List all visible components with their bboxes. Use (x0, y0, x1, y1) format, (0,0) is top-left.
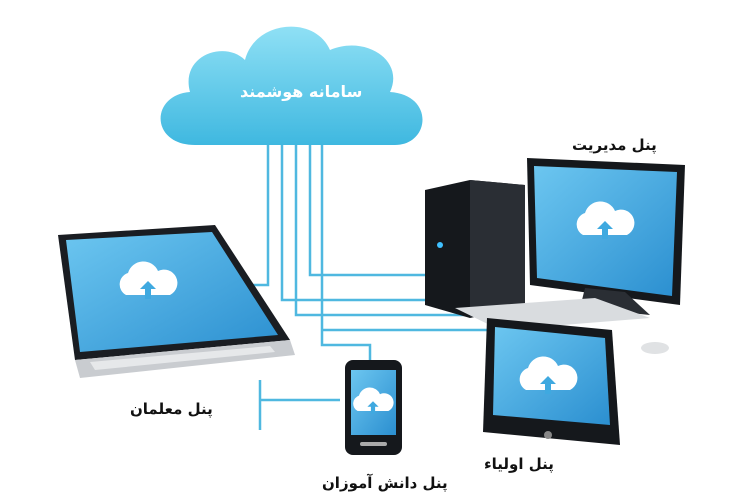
phone-icon (345, 360, 402, 455)
computer-tower-icon (425, 180, 525, 318)
laptop-icon (58, 225, 295, 378)
label-parents-panel: پنل اولیاء (484, 455, 554, 473)
cloud-icon (160, 26, 423, 145)
label-teachers-panel: پنل معلمان (130, 400, 213, 418)
label-students-panel: پنل دانش آموزان (322, 474, 448, 492)
monitor-icon (527, 158, 685, 315)
label-admin-panel: پنل مدیریت (572, 136, 657, 154)
tablet-icon (483, 318, 620, 445)
cloud-title: سامانه هوشمند (240, 82, 363, 101)
